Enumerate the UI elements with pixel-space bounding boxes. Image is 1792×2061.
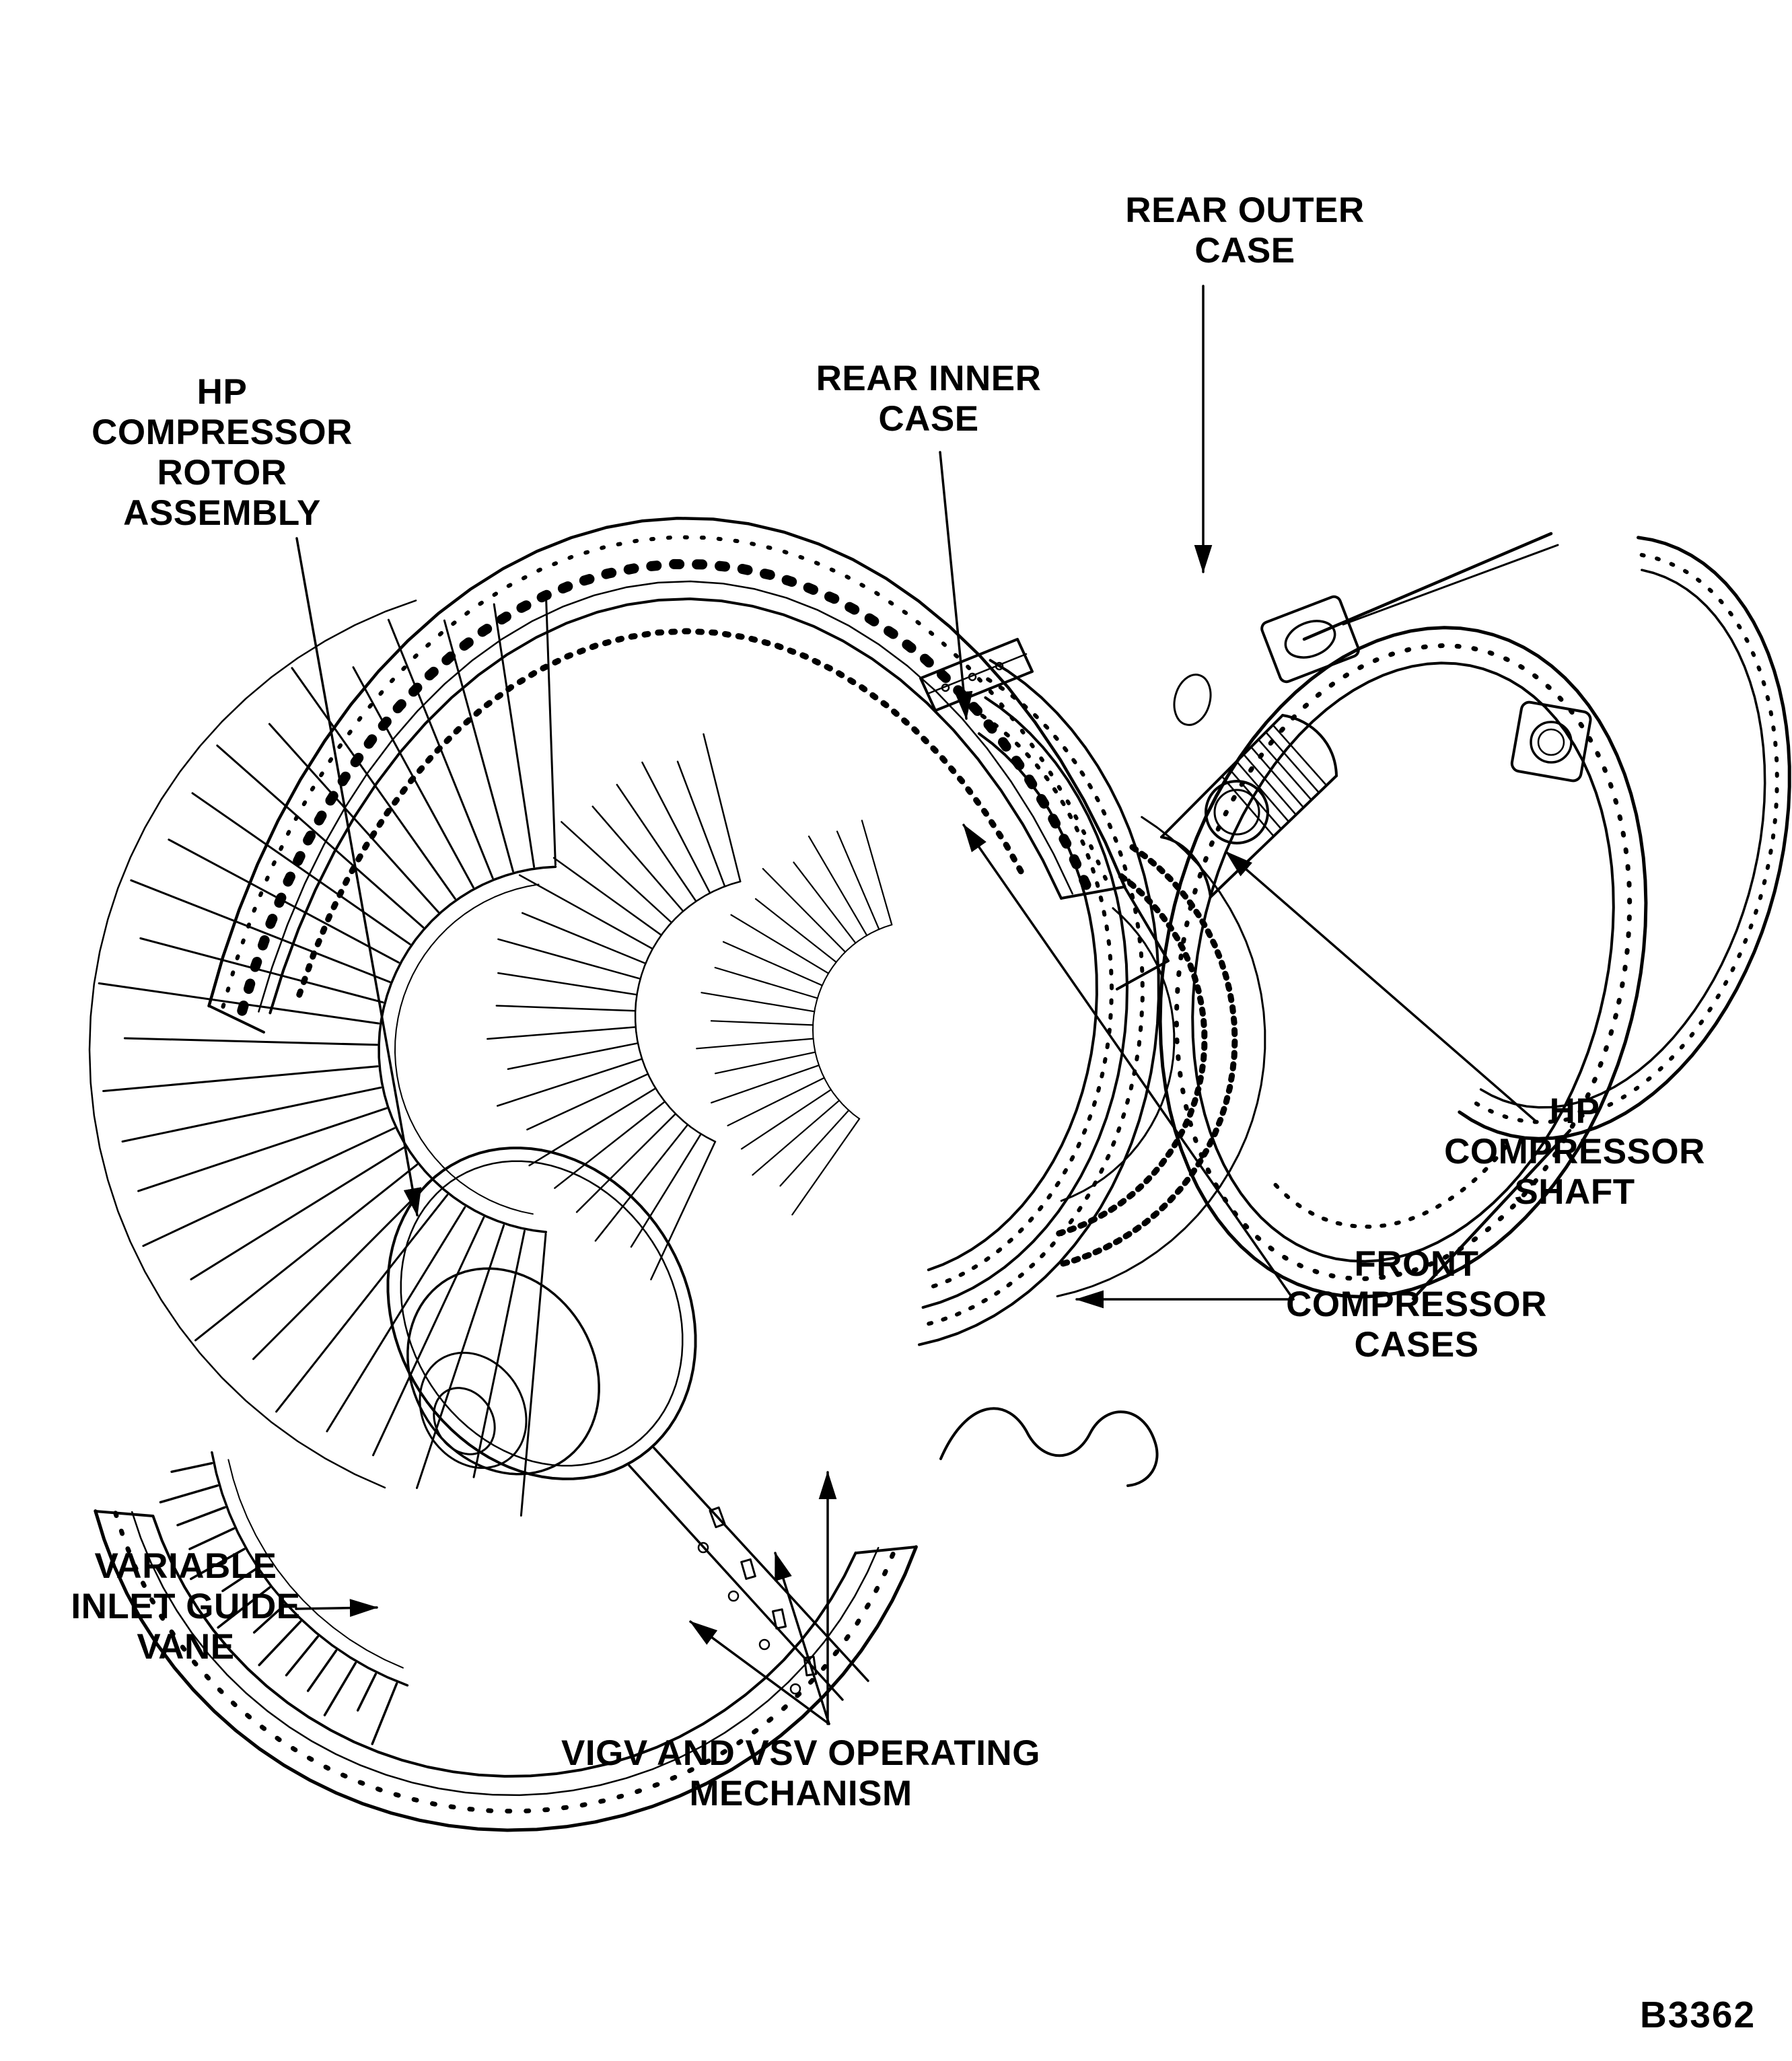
hp-compressor-shaft-cylinder xyxy=(1160,714,1338,898)
label-hp-compressor-rotor-assembly: HP COMPRESSOR ROTOR ASSEMBLY xyxy=(92,372,353,534)
variable-inlet-guide-vane-ring xyxy=(159,1451,409,1745)
label-line: CASE xyxy=(878,399,979,439)
label-front-compressor-cases: FRONT COMPRESSOR CASES xyxy=(1286,1244,1547,1365)
label-line: VANE xyxy=(137,1627,235,1667)
label-vigv-vsv-operating-mechanism: VIGV AND VSV OPERATING MECHANISM xyxy=(561,1733,1040,1814)
label-line: COMPRESSOR xyxy=(1444,1132,1705,1171)
rotor-blade-fan-stage3 xyxy=(696,820,893,1216)
label-line: CASES xyxy=(1354,1325,1479,1365)
leader-mechanism-2 xyxy=(774,1552,830,1725)
leader-rear-inner-case xyxy=(939,451,973,720)
label-line: REAR INNER xyxy=(816,359,1042,398)
label-hp-compressor-shaft: HP COMPRESSOR SHAFT xyxy=(1444,1091,1705,1213)
label-line: COMPRESSOR xyxy=(1286,1285,1547,1324)
label-line: REAR OUTER xyxy=(1125,190,1365,230)
leader-lines xyxy=(295,285,1537,1725)
rear-outer-case-drum xyxy=(1158,532,1791,1301)
rotor-rear-stages xyxy=(1055,816,1266,1297)
label-line: ROTOR xyxy=(157,453,287,493)
label-line: SHAFT xyxy=(1514,1172,1635,1212)
label-line: CASE xyxy=(1194,231,1295,270)
rotor-front-hub-cone xyxy=(386,1147,697,1480)
rear-outer-case-ports xyxy=(1173,595,1592,844)
label-line: HP xyxy=(196,372,248,412)
leader-hp-rotor-assembly xyxy=(295,537,422,1217)
label-variable-inlet-guide-vane: VARIABLE INLET GUIDE VANE xyxy=(71,1546,300,1667)
label-line: HP xyxy=(1549,1091,1600,1131)
label-line: COMPRESSOR xyxy=(92,412,353,452)
label-line: FRONT xyxy=(1354,1244,1479,1284)
figure-number: B3362 xyxy=(1640,1994,1756,2035)
label-line: VIGV AND VSV OPERATING xyxy=(561,1733,1040,1773)
leader-mechanism-1 xyxy=(689,1620,830,1725)
case-segment-squiggle xyxy=(939,1407,1159,1487)
label-rear-inner-case: REAR INNER CASE xyxy=(816,359,1042,439)
rear-inner-case-rings xyxy=(918,638,1160,1346)
leader-hp-compressor-shaft xyxy=(1225,851,1537,1122)
label-line: INLET GUIDE xyxy=(71,1587,301,1626)
rotor-blade-fan-stage1 xyxy=(88,589,557,1517)
label-line: VARIABLE xyxy=(94,1546,277,1586)
leader-front-cases-upper xyxy=(962,824,1295,1301)
label-rear-outer-case: REAR OUTER CASE xyxy=(1125,190,1364,271)
rotor-blade-fan-stage2 xyxy=(487,733,742,1280)
label-line: MECHANISM xyxy=(689,1774,912,1813)
leader-variable-inlet-guide-vane xyxy=(295,1599,378,1618)
vigv-vsv-operating-mechanism-hardware xyxy=(628,1447,869,1701)
label-line: ASSEMBLY xyxy=(123,493,321,533)
